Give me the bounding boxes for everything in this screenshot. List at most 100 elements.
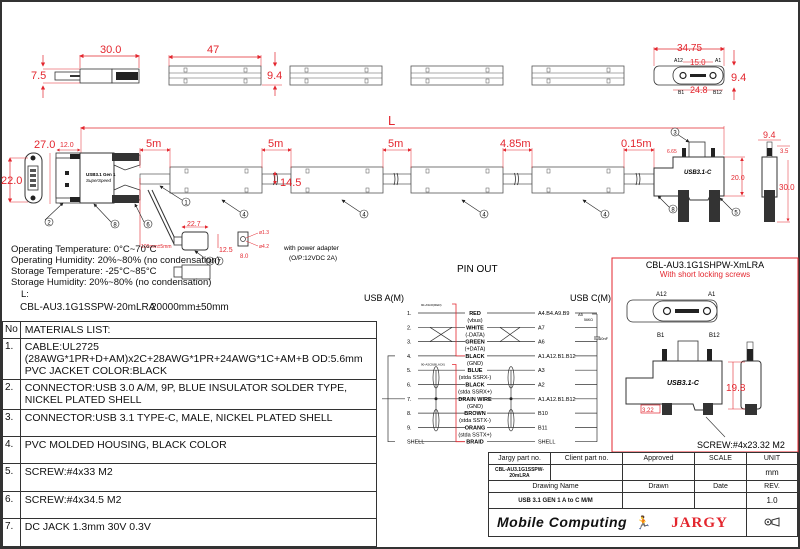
spec-st-humidity: Storage Humidity: 20%~80% (no condensati… (11, 277, 212, 288)
materials-header-no: No (2, 321, 21, 339)
materials-header-row: No MATERIALS LIST: (2, 321, 378, 339)
svg-text:2.: 2. (407, 325, 412, 331)
tb-client-part (550, 464, 623, 481)
dim-typec-pitch-inner: 15.0 (690, 58, 706, 67)
variant-screw: SCREW:#4x23.32 M2 (697, 440, 785, 450)
tb-approved (622, 464, 695, 481)
spec-op-humidity: Operating Humidity: 20%~80% (no condensa… (11, 255, 220, 266)
tb-h-drawing: Drawing Name (488, 480, 623, 493)
pinout-row: 9.ORANG(stda SSTX+)B11 (407, 425, 597, 438)
balloon-3: 3 (670, 127, 690, 143)
tb-rev: 1.0 (746, 492, 798, 509)
materials-table: No MATERIALS LIST: 1.CABLE:UL2725 (28AWG… (2, 321, 378, 549)
svg-text:ORANG: ORANG (465, 425, 485, 431)
svg-text:A4.B4.A9.B9: A4.B4.A9.B9 (538, 311, 570, 317)
sleeve-3 (410, 166, 504, 194)
balloon-5: 5 (719, 197, 741, 217)
svg-text:(stda SSRX+): (stda SSRX+) (458, 390, 492, 396)
svg-text:GREEN: GREEN (465, 340, 485, 346)
svg-text:90-ASCII(RED): 90-ASCII(RED) (421, 303, 442, 307)
dim-side-top: 3.5 (780, 149, 789, 155)
tb-drawn (622, 492, 695, 509)
svg-text:A6: A6 (538, 340, 545, 346)
usb-a-top-view (40, 53, 140, 98)
svg-text:2: 2 (47, 221, 51, 227)
brand-jargy: JARGY (671, 514, 728, 531)
svg-text:A1.A12.B1.B12: A1.A12.B1.B12 (538, 354, 576, 360)
dim-usb-a-height: 7.5 (31, 70, 46, 82)
dim-22: 22.0 (1, 175, 22, 187)
svg-text:4: 4 (242, 213, 246, 219)
svg-text:(GND): (GND) (467, 404, 483, 410)
materials-row-text: PVC MOLDED HOUSING, BLACK COLOR (19, 436, 378, 464)
svg-text:BLACK: BLACK (465, 354, 484, 360)
svg-text:(+DATA): (+DATA) (465, 347, 486, 353)
variant-pin-a12: A12 (656, 292, 667, 298)
materials-row-no: 5. (2, 463, 21, 492)
pinout-row: 3.GREEN(+DATA)A6 (407, 340, 597, 353)
typec-top-view (653, 46, 737, 100)
dim-jack-outer: ø4.2 (259, 244, 269, 250)
balloon-4: 4 (221, 199, 249, 219)
dim-dc-height: 12.5 (219, 247, 233, 254)
svg-text:(-DATA): (-DATA) (465, 332, 485, 338)
sleeve-1 (169, 166, 263, 194)
dim-jack-inner: ø1.3 (259, 230, 269, 236)
materials-row-text: DC JACK 1.3mm 30V 0.3V (19, 518, 378, 547)
balloon-7: 7 (214, 256, 224, 266)
balloon-8: 8 (194, 250, 215, 266)
balloon-4: 4 (582, 199, 610, 219)
svg-text:7.: 7. (407, 397, 412, 403)
svg-text:9.: 9. (407, 425, 412, 431)
svg-text:RED: RED (469, 311, 481, 317)
dim-seg5: 0.15m (621, 138, 652, 150)
pin-b1: B1 (678, 90, 684, 96)
tb-h-approved: Approved (622, 452, 695, 465)
sleeve-2 (290, 166, 384, 194)
pinout-row: 1.RED(vbus)A4.B4.A9.B9 (407, 311, 597, 324)
materials-row: 8.ABS HOUSING, BLACK COLOR (2, 546, 378, 549)
svg-text:SHELL: SHELL (407, 440, 424, 446)
svg-text:A5: A5 (578, 312, 584, 317)
svg-text:(stda SSTX+): (stda SSTX+) (458, 432, 491, 438)
materials-row-no: 3. (2, 409, 21, 437)
dc-pigtail (139, 178, 259, 280)
spec-l-label: L: (21, 289, 29, 300)
dim-seg1: 5m (146, 138, 161, 150)
pinout-left-title: USB A(M) (364, 293, 404, 303)
materials-row-text: CONNECTOR:USB 3.0 A/M, 9P, BLUE INSULATO… (19, 379, 378, 410)
materials-row: 5.SCREW:#4x33 M2 (2, 463, 378, 492)
dim-seg2: 5m (268, 138, 283, 150)
svg-text:4.: 4. (407, 354, 412, 360)
svg-text:WHITE: WHITE (466, 325, 484, 331)
svg-text:B10: B10 (538, 411, 548, 417)
tb-h-rev: REV. (746, 480, 798, 493)
svg-text:8: 8 (208, 260, 212, 266)
dim-seg3: 5m (388, 138, 403, 150)
pinout-diagram: 1.RED(vbus)A4.B4.A9.B92.WHITE(-DATA)A73.… (382, 303, 609, 446)
typec-label: USB3.1-C (684, 170, 712, 176)
svg-text:10nF: 10nF (599, 336, 609, 341)
balloon-8: 8 (657, 195, 678, 214)
sleeve-top-4 (531, 65, 625, 86)
svg-text:8: 8 (113, 223, 117, 229)
dim-seg4: 4.85m (500, 138, 531, 150)
svg-text:5.: 5. (407, 368, 412, 374)
dim-20: 20.0 (731, 175, 745, 182)
variant-pin-b1: B1 (657, 333, 665, 339)
svg-text:(stda SSRX-): (stda SSRX-) (459, 375, 492, 381)
dim-sleeve-length: 47 (207, 44, 219, 56)
tb-h-date: Date (694, 480, 747, 493)
svg-text:4: 4 (603, 213, 607, 219)
balloon-8: 8 (93, 203, 120, 229)
variant-box (611, 257, 799, 453)
pinout-row: 5.BLUE(stda SSRX-)A3 (407, 368, 597, 381)
materials-row-no: 6. (2, 491, 21, 519)
tb-unit: mm (746, 464, 798, 481)
variant-dim-small: 3.22 (642, 408, 654, 414)
tb-jargy-part: CBL-AU3.1G1SSPW-20mLRA (488, 464, 551, 481)
materials-row-text: SCREW:#4x34.5 M2 (19, 491, 378, 519)
dim-6.65: 6.65 (667, 149, 677, 155)
